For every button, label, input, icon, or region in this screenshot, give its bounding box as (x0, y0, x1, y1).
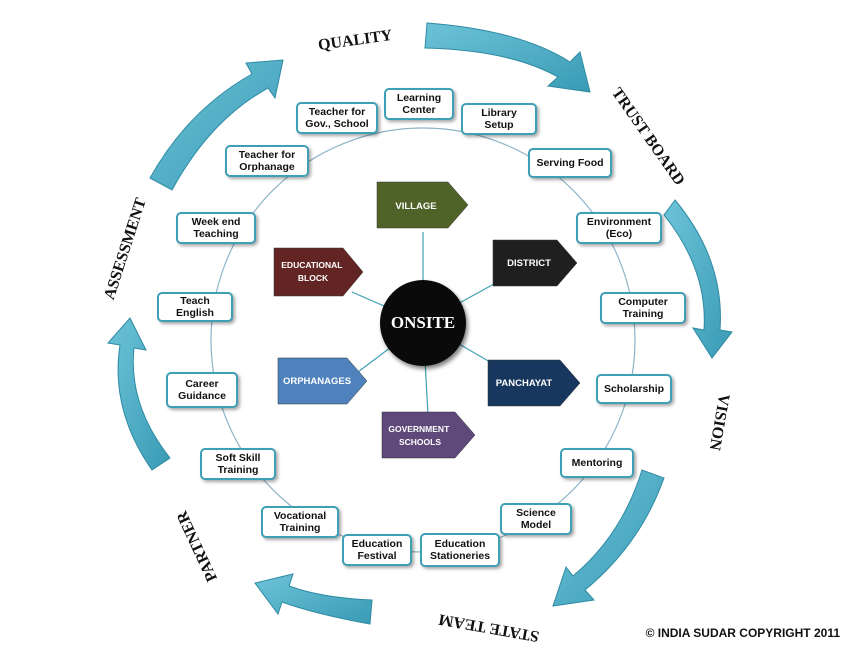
tag-district: DISTRICT (492, 239, 578, 287)
box-career-guidance: Career Guidance (166, 372, 238, 408)
tag-educational-block-line2: BLOCK (298, 273, 329, 283)
center-label: ONSITE (390, 313, 456, 332)
cycle-arrows (107, 22, 733, 625)
box-computer-training: Computer Training (600, 292, 686, 324)
box-library-setup: Library Setup (461, 103, 537, 135)
arrow-assessment-to-quality (149, 59, 284, 191)
box-vocational-training: Vocational Training (261, 506, 339, 538)
box-teacher-orphanage: Teacher for Orphanage (225, 145, 309, 177)
tag-educational-block: EDUCATIONAL BLOCK (273, 247, 364, 297)
box-teacher-gov-school: Teacher for Gov., School (296, 102, 378, 134)
box-science-model: Science Model (500, 503, 572, 535)
tag-government-schools-line2: SCHOOLS (399, 437, 441, 447)
tag-orphanages-label: ORPHANAGES (283, 376, 351, 387)
box-teach-english: Teach English (157, 292, 233, 322)
arrow-vision-to-state (552, 469, 665, 607)
tag-village-label: VILLAGE (395, 201, 436, 212)
box-soft-skill-training: Soft Skill Training (200, 448, 276, 480)
box-education-stationeries: Education Stationeries (420, 533, 500, 567)
tag-government-schools-line1: GOVERNMENT (388, 424, 450, 434)
box-environment: Environment (Eco) (576, 212, 662, 244)
tag-educational-block-line1: EDUCATIONAL (281, 260, 342, 270)
tag-orphanages: ORPHANAGES (277, 357, 368, 405)
tag-panchayat: PANCHAYAT (487, 359, 581, 407)
tag-government-schools-label: GOVERNMENT SCHOOLS (388, 424, 451, 447)
copyright-notice: © INDIA SUDAR COPYRIGHT 2011 (645, 626, 840, 640)
box-education-festival: Education Festival (342, 534, 412, 566)
box-serving-food: Serving Food (528, 148, 612, 178)
box-week-end-teaching: Week end Teaching (176, 212, 256, 244)
box-scholarship: Scholarship (596, 374, 672, 404)
tag-district-label: DISTRICT (507, 258, 551, 269)
arrow-partner-to-assessment (107, 317, 171, 471)
tag-village: VILLAGE (376, 181, 469, 229)
box-mentoring: Mentoring (560, 448, 634, 478)
tag-government-schools: GOVERNMENT SCHOOLS (381, 411, 476, 459)
tag-panchayat-label: PANCHAYAT (496, 378, 553, 389)
tag-educational-block-label: EDUCATIONAL BLOCK (281, 260, 344, 283)
arrow-trust-to-vision (663, 199, 733, 359)
center-onsite: ONSITE (380, 280, 466, 366)
arrow-state-to-partner (254, 573, 373, 625)
box-learning-center: Learning Center (384, 88, 454, 120)
arrow-quality-to-trust (424, 22, 591, 93)
